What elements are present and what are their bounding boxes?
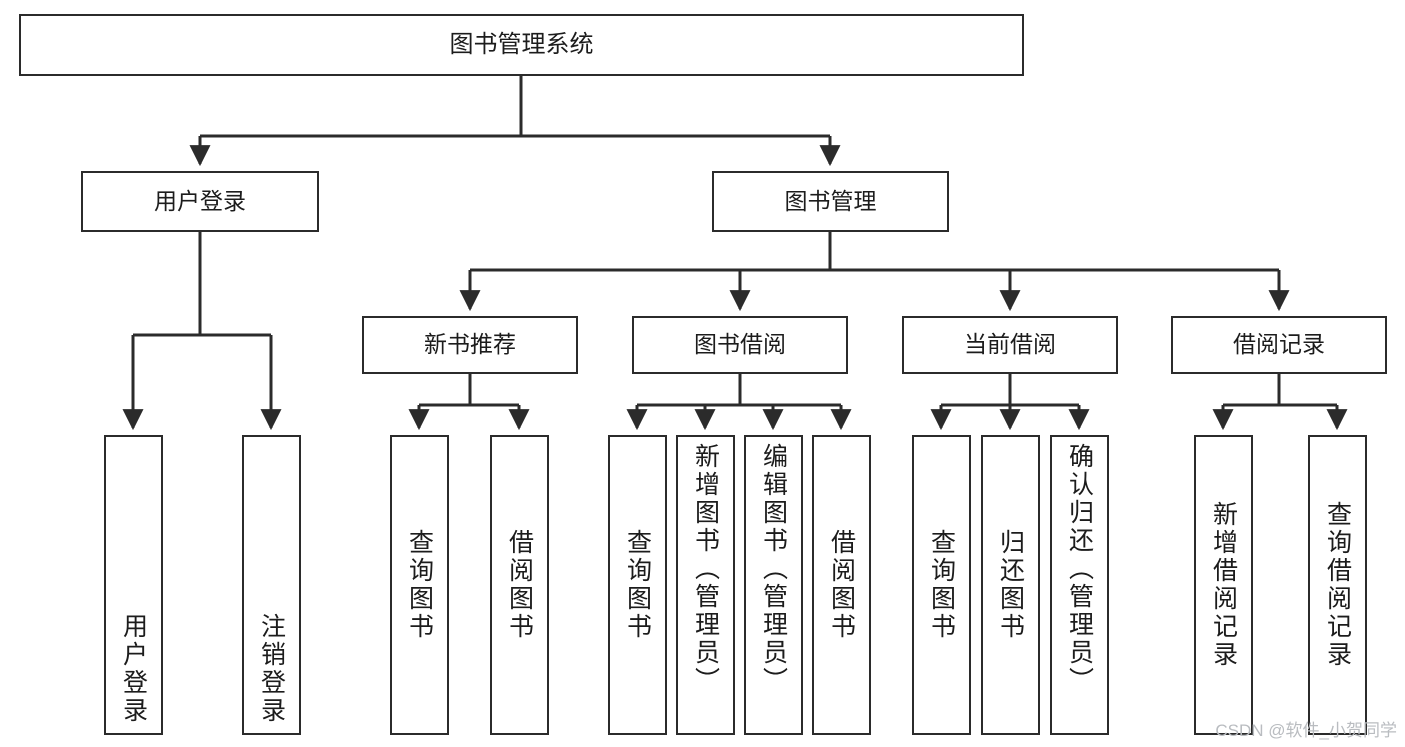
node-label-leaf-borrow-book-2: 借阅图书: [827, 529, 856, 641]
node-leaf-borrow-book-2[interactable]: 借阅图书: [812, 435, 871, 735]
node-current-borrow[interactable]: 当前借阅: [902, 316, 1118, 374]
node-label-current-borrow: 当前借阅: [964, 331, 1056, 358]
node-label-leaf-add-book: 新增图书（管理员）: [691, 443, 720, 695]
node-label-leaf-borrow-book-1: 借阅图书: [505, 529, 534, 641]
node-leaf-user-login[interactable]: 用户登录: [104, 435, 163, 735]
node-leaf-return-book[interactable]: 归还图书: [981, 435, 1040, 735]
node-leaf-borrow-book-1[interactable]: 借阅图书: [490, 435, 549, 735]
node-label-leaf-confirm-return: 确认归还（管理员）: [1065, 443, 1094, 695]
node-label-book-borrow: 图书借阅: [694, 331, 786, 358]
node-leaf-confirm-return[interactable]: 确认归还（管理员）: [1050, 435, 1109, 735]
node-leaf-edit-book[interactable]: 编辑图书（管理员）: [744, 435, 803, 735]
node-leaf-user-logout[interactable]: 注销登录: [242, 435, 301, 735]
node-leaf-add-record[interactable]: 新增借阅记录: [1194, 435, 1253, 735]
node-book-manage[interactable]: 图书管理: [712, 171, 949, 232]
node-book-borrow[interactable]: 图书借阅: [632, 316, 848, 374]
node-label-leaf-edit-book: 编辑图书（管理员）: [759, 443, 788, 695]
node-leaf-query-record[interactable]: 查询借阅记录: [1308, 435, 1367, 735]
node-label-leaf-add-record: 新增借阅记录: [1209, 501, 1238, 669]
node-label-leaf-user-logout: 注销登录: [257, 613, 286, 725]
node-label-root: 图书管理系统: [449, 30, 594, 58]
node-root-system[interactable]: 图书管理系统: [19, 14, 1024, 76]
node-user-login[interactable]: 用户登录: [81, 171, 319, 232]
node-label-new-book-recommend: 新书推荐: [424, 331, 516, 358]
csdn-watermark: CSDN @软件_小贺同学: [1215, 721, 1397, 740]
node-label-leaf-user-login: 用户登录: [119, 613, 148, 725]
node-label-user-login: 用户登录: [154, 187, 246, 214]
node-label-leaf-query-book-3: 查询图书: [927, 529, 956, 641]
node-label-borrow-record: 借阅记录: [1233, 331, 1325, 358]
node-label-leaf-query-book-2: 查询图书: [623, 529, 652, 641]
node-label-book-manage: 图书管理: [784, 187, 877, 214]
node-label-leaf-query-record: 查询借阅记录: [1323, 501, 1352, 669]
node-leaf-query-book-2[interactable]: 查询图书: [608, 435, 667, 735]
node-leaf-query-book-1[interactable]: 查询图书: [390, 435, 449, 735]
node-label-leaf-query-book-1: 查询图书: [405, 529, 434, 641]
node-leaf-add-book[interactable]: 新增图书（管理员）: [676, 435, 735, 735]
node-new-book-recommend[interactable]: 新书推荐: [362, 316, 578, 374]
node-leaf-query-book-3[interactable]: 查询图书: [912, 435, 971, 735]
node-label-leaf-return-book: 归还图书: [996, 529, 1025, 641]
node-borrow-record[interactable]: 借阅记录: [1171, 316, 1387, 374]
